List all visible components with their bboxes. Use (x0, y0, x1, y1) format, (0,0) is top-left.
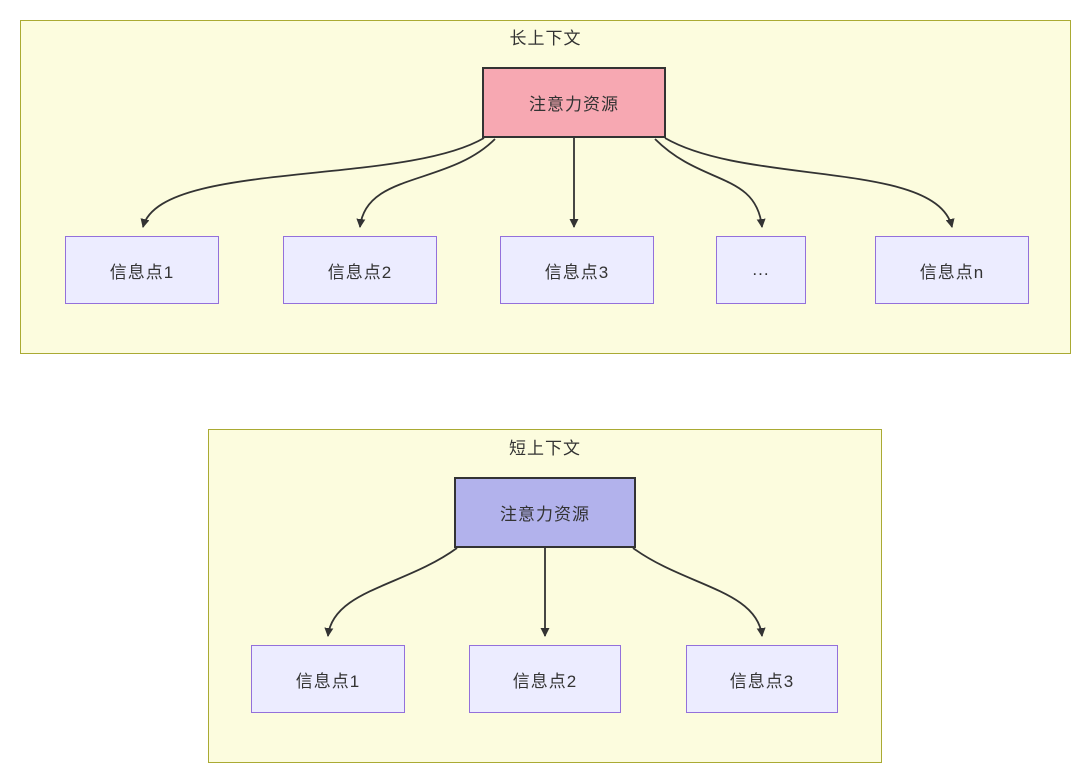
info-point-node: 信息点1 (65, 236, 219, 304)
info-point-node: 信息点3 (500, 236, 654, 304)
long-context-panel-title: 长上下文 (509, 29, 582, 48)
info-point-node: 信息点3 (686, 645, 838, 713)
attention-resource-node-short: 注意力资源 (454, 477, 636, 548)
info-point-node: 信息点1 (251, 645, 405, 713)
info-point-node: ... (716, 236, 806, 304)
short-context-panel-title: 短上下文 (509, 439, 581, 458)
info-point-node: 信息点2 (283, 236, 437, 304)
info-point-node: 信息点2 (469, 645, 621, 713)
info-point-node: 信息点n (875, 236, 1029, 304)
attention-resource-node-long: 注意力资源 (482, 67, 666, 138)
